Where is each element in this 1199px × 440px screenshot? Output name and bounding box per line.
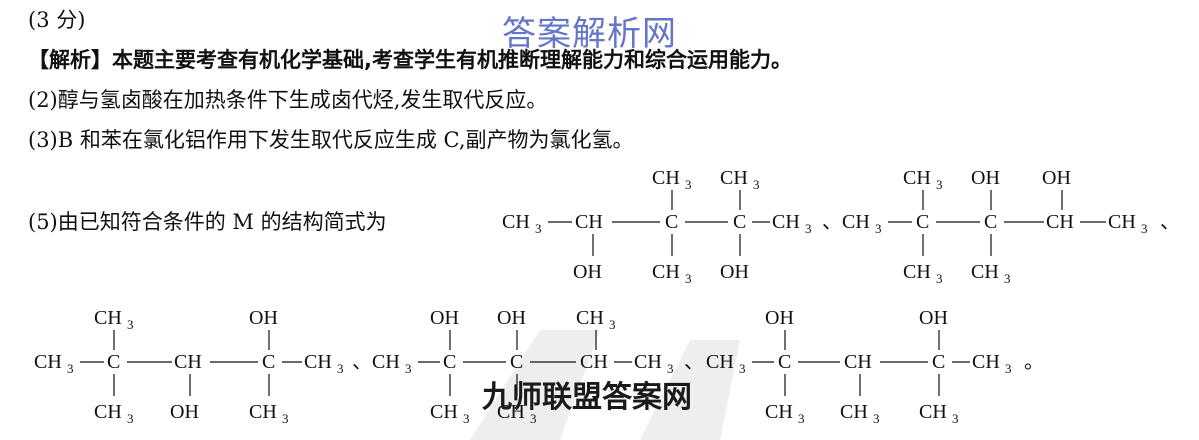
methyl-group: CH [972, 351, 1000, 373]
methyl-subscript: 3 [667, 361, 674, 376]
ch-group: CH [174, 351, 202, 373]
substituent-down: CH [652, 261, 680, 283]
methyl-group: CH [372, 351, 400, 373]
methyl-subscript: 3 [875, 221, 882, 236]
methyl-subscript: 3 [798, 411, 805, 426]
ch-group: CH [575, 211, 603, 233]
methyl-subscript: 3 [952, 411, 959, 426]
substituent-up: OH [971, 167, 1000, 189]
substituent-down: CH [249, 401, 277, 423]
methyl-subscript: 3 [685, 271, 692, 286]
substituent-down: CH [94, 401, 122, 423]
substituent-down: CH [840, 401, 868, 423]
substituent-up: CH [720, 167, 748, 189]
methyl-subscript: 3 [463, 411, 470, 426]
carbon: C [665, 211, 678, 233]
carbon: C [932, 351, 945, 373]
carbon: C [733, 211, 746, 233]
methyl-subscript: 3 [67, 361, 74, 376]
methyl-subscript: 3 [936, 177, 943, 192]
methyl-subscript: 3 [873, 411, 880, 426]
watermark-bottom: 九师联盟答案网 [482, 380, 692, 415]
carbon: C [510, 351, 523, 373]
substituent-down: CH [903, 261, 931, 283]
methyl-subscript: 3 [936, 271, 943, 286]
methyl-subscript: 3 [1141, 221, 1148, 236]
separator: 、 [352, 351, 372, 373]
substituent-down: CH [497, 401, 525, 423]
methyl-subscript: 3 [127, 411, 134, 426]
substituent-down: CH [919, 401, 947, 423]
substituent-down: CH [430, 401, 458, 423]
carbon: C [107, 351, 120, 373]
methyl-subscript: 3 [127, 317, 134, 332]
methyl-subscript: 3 [805, 221, 812, 236]
methyl-group: CH [34, 351, 62, 373]
methyl-group: CH [772, 211, 800, 233]
methyl-subscript: 3 [1005, 361, 1012, 376]
substituent-down: OH [170, 401, 199, 423]
substituent-down: CH [765, 401, 793, 423]
methyl-subscript: 3 [753, 177, 760, 192]
methyl-subscript: 3 [739, 361, 746, 376]
item-3: (3)B 和苯在氯化铝作用下发生取代反应生成 C,副产物为氯化氢。 [28, 128, 634, 152]
period: 。 [1024, 351, 1044, 373]
substituent-up: OH [430, 307, 459, 329]
methyl-subscript: 3 [405, 361, 412, 376]
substituent-up: CH [94, 307, 122, 329]
substituent-up: OH [249, 307, 278, 329]
substituent-up: OH [497, 307, 526, 329]
substituent-up: OH [1042, 167, 1071, 189]
carbon: C [262, 351, 275, 373]
carbon: C [778, 351, 791, 373]
methyl-group: CH [304, 351, 332, 373]
methyl-subscript: 3 [535, 221, 542, 236]
item-5-prefix: (5)由已知符合条件的 M 的结构简式为 [28, 210, 387, 234]
carbon: C [443, 351, 456, 373]
analysis-heading: 【解析】本题主要考查有机化学基础,考查学生有机推断理解能力和综合运用能力。 [28, 48, 792, 72]
carbon: C [984, 211, 997, 233]
methyl-group: CH [1108, 211, 1136, 233]
ch-group: CH [844, 351, 872, 373]
methyl-subscript: 3 [282, 411, 289, 426]
item-2: (2)醇与氢卤酸在加热条件下生成卤代烃,发生取代反应。 [28, 88, 548, 112]
substituent-up: CH [576, 307, 604, 329]
substituent-up: OH [919, 307, 948, 329]
ch-group: CH [1046, 211, 1074, 233]
carbon: C [916, 211, 929, 233]
methyl-subscript: 3 [530, 411, 537, 426]
substituent-up: OH [765, 307, 794, 329]
separator: 、 [1160, 211, 1180, 233]
methyl-group: CH [842, 211, 870, 233]
ch-group: CH [580, 351, 608, 373]
methyl-subscript: 3 [685, 177, 692, 192]
substituent-up: CH [652, 167, 680, 189]
methyl-group: CH [706, 351, 734, 373]
methyl-subscript: 3 [609, 317, 616, 332]
methyl-group: CH [502, 211, 530, 233]
substituent-down: OH [573, 261, 602, 283]
methyl-group: CH [634, 351, 662, 373]
separator: 、 [684, 351, 704, 373]
methyl-subscript: 3 [1004, 271, 1011, 286]
score-line: (3 分) [28, 8, 86, 32]
substituent-up: CH [903, 167, 931, 189]
methyl-subscript: 3 [337, 361, 344, 376]
watermark-top: 答案解析网 [502, 14, 677, 54]
substituent-down: CH [971, 261, 999, 283]
separator: 、 [822, 211, 842, 233]
substituent-down: OH [720, 261, 749, 283]
